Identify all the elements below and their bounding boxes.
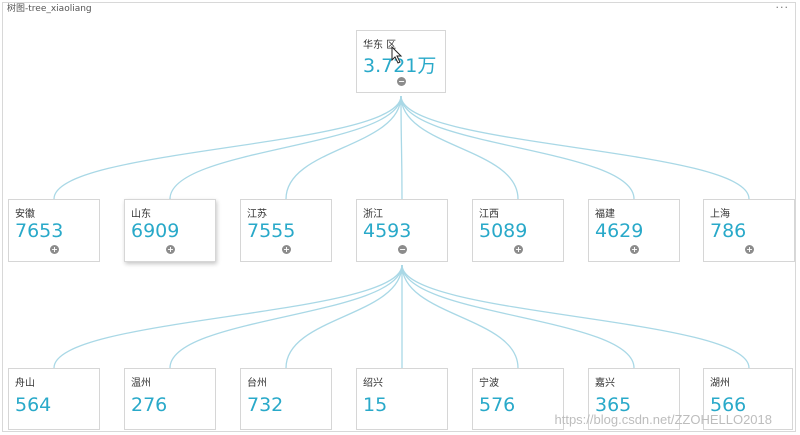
node-name: 山东 — [131, 209, 151, 220]
node-value: 276 — [131, 394, 168, 416]
node-name: 湖州 — [710, 378, 730, 389]
tree-link — [400, 95, 403, 200]
node-name: 舟山 — [15, 378, 35, 389]
node-name: 江西 — [479, 209, 499, 220]
node-value: 7555 — [247, 220, 296, 242]
plus-circle-icon[interactable]: + — [50, 245, 59, 254]
plus-circle-icon[interactable]: + — [282, 245, 291, 254]
tree-link — [400, 95, 635, 200]
tree-node-city[interactable]: 宁波 576 — [472, 368, 564, 430]
node-value: 15 — [363, 394, 388, 416]
node-value: 786 — [710, 220, 747, 242]
node-name: 浙江 — [363, 209, 383, 220]
node-name: 温州 — [131, 378, 151, 389]
tree-node-city[interactable]: 温州 276 — [124, 368, 216, 430]
tree-node-root[interactable]: 华东 区 3.721万− — [356, 30, 446, 93]
more-menu-icon[interactable]: ··· — [775, 1, 789, 14]
minus-circle-icon[interactable]: − — [398, 245, 407, 254]
tree-link — [169, 264, 403, 369]
node-name: 上海 — [710, 209, 730, 220]
tree-node-city[interactable]: 舟山 564 — [8, 368, 100, 430]
node-value: 5089 — [479, 220, 528, 242]
node-name: 江苏 — [247, 209, 267, 220]
node-name: 安徽 — [15, 209, 35, 220]
tree-node-city[interactable]: 绍兴 15 — [356, 368, 448, 430]
plus-circle-icon[interactable]: + — [630, 245, 639, 254]
node-value: 4593 — [363, 220, 412, 242]
node-name: 华东 区 — [363, 40, 397, 51]
plus-circle-icon[interactable]: + — [166, 245, 175, 254]
mouse-cursor-icon — [391, 46, 403, 64]
node-value: 6909 — [131, 220, 180, 242]
tree-link — [285, 264, 403, 369]
plus-circle-icon[interactable]: + — [514, 245, 523, 254]
node-name: 福建 — [595, 209, 615, 220]
tree-node-city[interactable]: 嘉兴 365 — [588, 368, 680, 430]
tree-node-city[interactable]: 湖州 566 — [703, 368, 793, 430]
plus-circle-icon[interactable]: + — [745, 245, 754, 254]
node-name: 绍兴 — [363, 378, 383, 389]
node-name: 嘉兴 — [595, 378, 615, 389]
node-value: 4629 — [595, 220, 644, 242]
node-value: 576 — [479, 394, 516, 416]
minus-circle-icon[interactable]: − — [397, 77, 406, 86]
panel-title: 树图-tree_xiaoliang — [7, 4, 92, 14]
tree-link — [285, 95, 402, 200]
tree-node-city[interactable]: 台州 732 — [240, 368, 332, 430]
node-value: 7653 — [15, 220, 64, 242]
node-value: 732 — [247, 394, 284, 416]
tree-link — [53, 95, 402, 200]
tree-link — [401, 264, 750, 369]
node-value: 365 — [595, 394, 632, 416]
tree-link — [401, 264, 635, 369]
node-name: 宁波 — [479, 378, 499, 389]
node-value: 564 — [15, 394, 52, 416]
node-value: 566 — [710, 394, 747, 416]
tree-link — [401, 264, 519, 369]
node-name: 台州 — [247, 378, 267, 389]
tree-link — [400, 95, 750, 200]
tree-link — [53, 264, 403, 369]
watermark: https://blog.csdn.net/ZZOHELLO2018 — [554, 412, 772, 427]
tree-link — [169, 95, 402, 200]
node-value: 3.721万 — [363, 55, 437, 77]
tree-link — [400, 95, 519, 200]
